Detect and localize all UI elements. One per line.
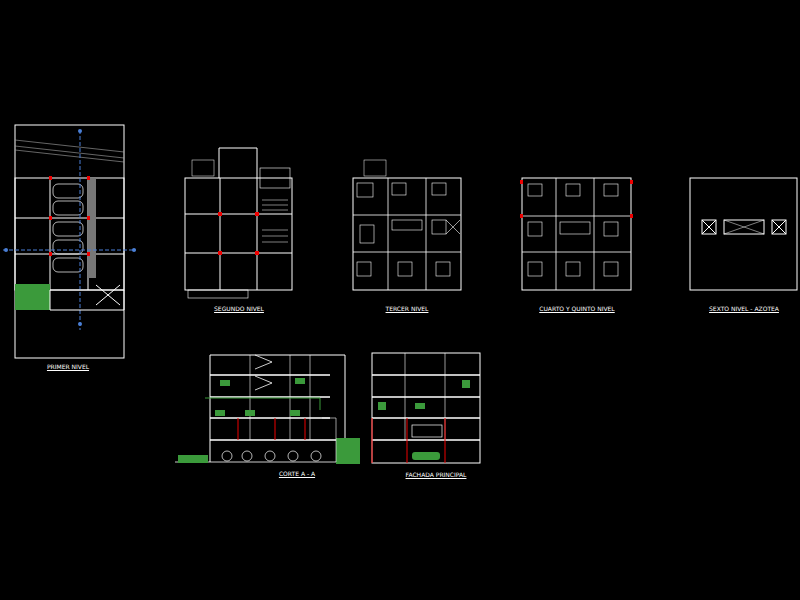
view-title: TERCER NIVEL	[385, 306, 430, 312]
view-title: SEGUNDO NIVEL	[213, 306, 265, 312]
fourth-fifth-floor-plan	[520, 178, 633, 290]
view-title: CUARTO Y QUINTO NIVEL	[538, 306, 615, 312]
first-floor-plan	[3, 125, 136, 358]
view-title: SEXTO NIVEL - AZOTEA	[708, 306, 780, 312]
front-elevation	[372, 353, 480, 463]
third-floor-plan	[353, 160, 461, 290]
view-title: PRIMER NIVEL	[46, 364, 90, 370]
second-floor-plan	[185, 148, 292, 298]
view-title: FACHADA PRINCIPAL	[405, 472, 468, 478]
view-title: CORTE A - A	[278, 471, 316, 477]
roof-plan	[690, 178, 797, 290]
section-a-a	[175, 355, 360, 464]
